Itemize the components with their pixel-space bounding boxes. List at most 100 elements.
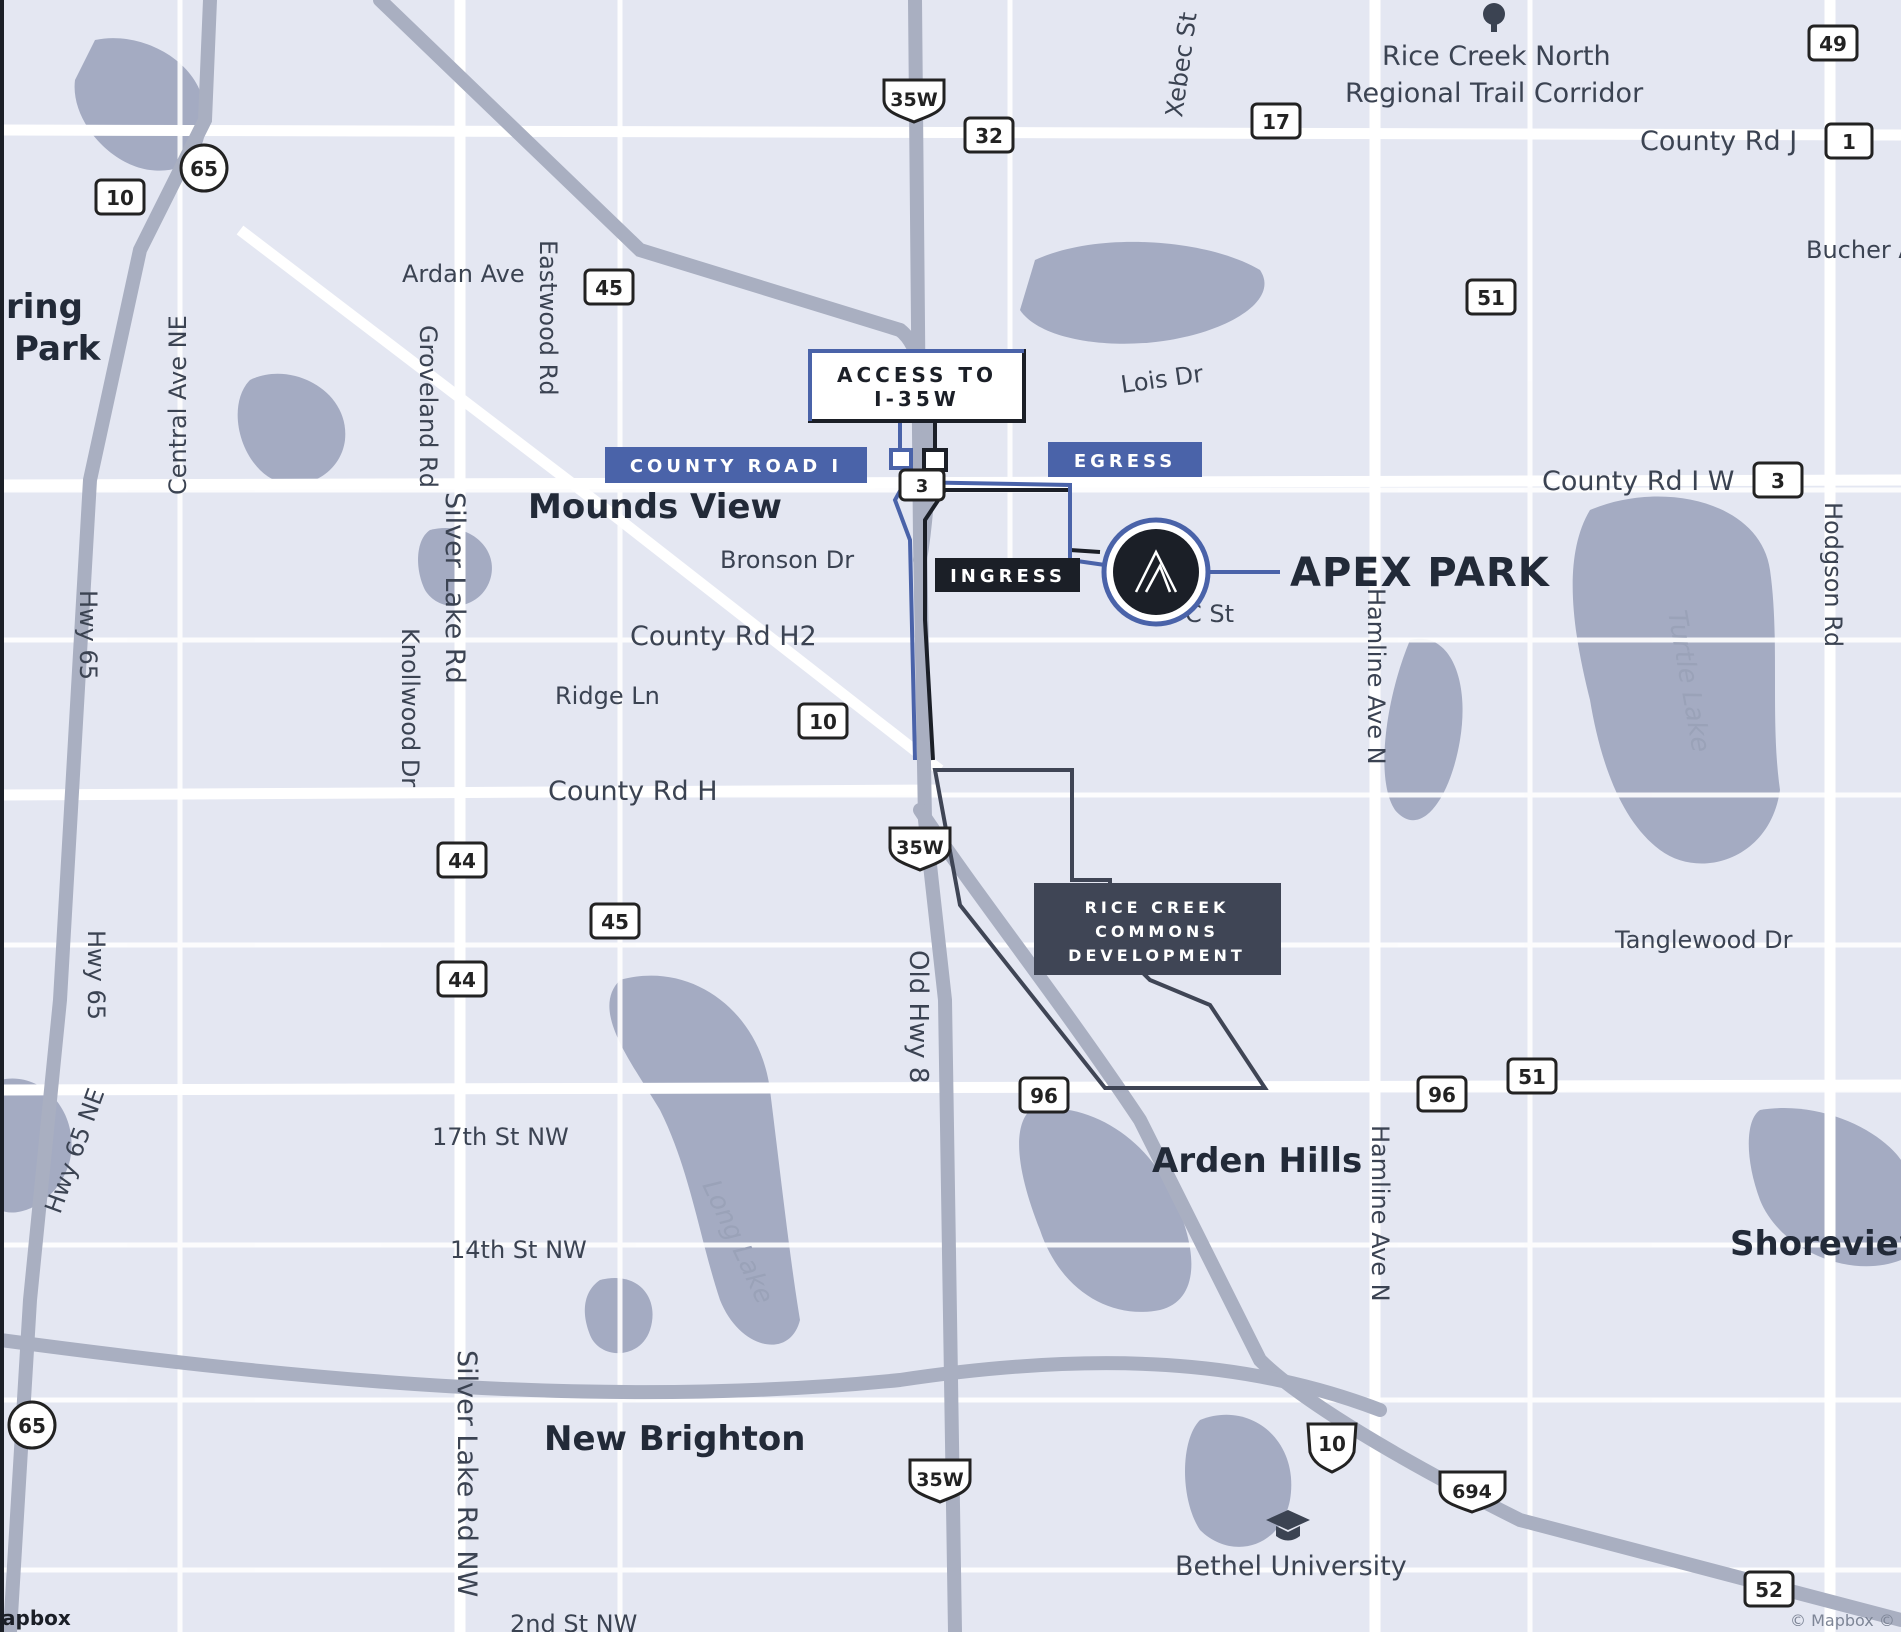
shield-45-mid: 45 [589, 902, 641, 940]
lake-bethel [1185, 1414, 1292, 1547]
shield-694: 694 [1438, 1470, 1507, 1514]
map-copyright[interactable]: © Mapbox © [1790, 1611, 1895, 1630]
rd-10-diagonal [236, 225, 944, 775]
svg-text:ACCESS TO: ACCESS TO [837, 363, 997, 387]
park-tree-icon [1483, 3, 1505, 32]
shield-35w-bottom: 35W [908, 1458, 972, 1504]
svg-text:51: 51 [1477, 286, 1505, 310]
label-2nd-st-nw: 2nd St NW [510, 1610, 637, 1632]
svg-text:49: 49 [1819, 32, 1847, 56]
i694 [0, 1333, 1387, 1417]
callout-ingress: INGRESS [935, 558, 1080, 592]
svg-text:COMMONS: COMMONS [1095, 922, 1219, 941]
label-old-hwy-8: Old Hwy 8 [903, 950, 933, 1083]
access-node-dark [922, 448, 948, 472]
svg-text:96: 96 [1428, 1083, 1456, 1107]
label-bucher: Bucher A [1806, 236, 1901, 264]
route-shields: 65 10 45 35W 32 17 49 1 51 3 3 10 44 45 … [7, 24, 1874, 1608]
label-knollwood-dr: Knollwood Dr [396, 628, 424, 787]
svg-text:EGRESS: EGRESS [1074, 451, 1176, 472]
callout-access-i35w: ACCESS TO I-35W [808, 349, 1026, 423]
svg-text:COUNTY ROAD I: COUNTY ROAD I [630, 456, 842, 477]
access-node-blue [889, 448, 913, 470]
svg-text:RICE CREEK: RICE CREEK [1085, 898, 1230, 917]
label-14th-st-nw: 14th St NW [450, 1236, 587, 1264]
label-county-rd-h: County Rd H [548, 776, 718, 807]
label-bethel-university: Bethel University [1175, 1551, 1407, 1582]
svg-text:35W: 35W [916, 1469, 963, 1491]
svg-text:35W: 35W [896, 837, 943, 859]
shield-49: 49 [1807, 24, 1859, 62]
long-lake [609, 975, 800, 1345]
svg-text:10: 10 [106, 186, 134, 210]
label-arden-hills: Arden Hills [1152, 1141, 1362, 1181]
shield-51-top: 51 [1465, 278, 1517, 316]
shield-44-bottom: 44 [436, 960, 488, 998]
water-layer [0, 38, 1901, 1547]
svg-text:10: 10 [1318, 1432, 1346, 1456]
label-hamline-ave-1: Hamline Ave N [1362, 588, 1390, 765]
street-labels: Ardan Ave Eastwood Rd Groveland Rd Centr… [39, 10, 1901, 1632]
county-rd-j [0, 124, 1901, 141]
svg-text:52: 52 [1755, 1578, 1783, 1602]
shield-51-bottom: 51 [1506, 1057, 1558, 1095]
callout-county-road-i: COUNTY ROAD I [605, 447, 867, 483]
place-labels: Mounds View Arden Hills New Brighton Sho… [6, 41, 1901, 1582]
mapbox-logo[interactable]: apbox [2, 1606, 71, 1630]
label-bronson-dr: Bronson Dr [720, 546, 854, 574]
county-rd-h [0, 784, 941, 801]
lake-left-mid [237, 373, 346, 485]
svg-text:45: 45 [601, 910, 629, 934]
callout-rice-creek-commons: RICE CREEK COMMONS DEVELOPMENT [1034, 883, 1281, 975]
svg-text:3: 3 [916, 476, 929, 497]
shield-32: 32 [963, 116, 1015, 154]
label-ridge-ln: Ridge Ln [555, 682, 660, 710]
rice-creek-commons-boundary [932, 768, 1269, 1090]
svg-text:51: 51 [1518, 1065, 1546, 1089]
label-rice-creek-north-2: Regional Trail Corridor [1345, 78, 1644, 109]
label-silver-lake-rd-nw: Silver Lake Rd NW [451, 1350, 482, 1597]
label-county-rd-h2: County Rd H2 [630, 621, 817, 652]
label-mounds-view: Mounds View [528, 487, 782, 527]
shield-45-top: 45 [583, 268, 635, 306]
label-ardan-ave: Ardan Ave [402, 260, 525, 288]
left-edge-border [0, 0, 4, 1632]
shield-us-10: 10 [1306, 1422, 1358, 1474]
shield-3-center: 3 [898, 468, 946, 502]
callout-egress: EGRESS [1048, 442, 1202, 477]
label-hwy-65-b: Hwy 65 [82, 930, 110, 1020]
svg-text:44: 44 [448, 968, 476, 992]
label-17th-st-nw: 17th St NW [432, 1123, 569, 1151]
svg-text:1: 1 [1842, 130, 1856, 154]
svg-text:10: 10 [809, 710, 837, 734]
turtle-lake [1572, 496, 1780, 864]
label-hamline-ave-2: Hamline Ave N [1366, 1125, 1394, 1302]
label-central-ave: Central Ave NE [164, 315, 192, 495]
shield-65-top: 65 [179, 143, 229, 193]
label-shoreview: Shoreview [1730, 1224, 1901, 1264]
shield-10-mid: 10 [797, 702, 849, 740]
svg-text:17: 17 [1262, 110, 1290, 134]
hwy-10-diagonal [373, 0, 907, 337]
shield-10-top: 10 [94, 178, 146, 216]
svg-text:I-35W: I-35W [874, 387, 960, 411]
svg-text:INGRESS: INGRESS [950, 566, 1066, 587]
shield-96-left: 96 [1018, 1076, 1070, 1114]
shield-3-right: 3 [1752, 461, 1804, 499]
lake-upper-left [74, 38, 206, 171]
label-silver-lake-rd: Silver Lake Rd [439, 492, 470, 684]
shield-35w-top: 35W [882, 78, 946, 124]
lake-right-mid [1384, 638, 1463, 821]
label-tanglewood-dr: Tanglewood Dr [1614, 926, 1793, 954]
apex-park-marker[interactable] [1101, 517, 1280, 627]
label-groveland-rd: Groveland Rd [414, 325, 442, 488]
label-new-brighton: New Brighton [544, 1419, 805, 1459]
apex-logo-icon [1134, 549, 1178, 593]
shield-1: 1 [1824, 122, 1874, 160]
svg-text:45: 45 [595, 276, 623, 300]
shield-17: 17 [1250, 102, 1302, 140]
shield-52: 52 [1743, 1570, 1795, 1608]
i35w-branch [913, 803, 1901, 1627]
svg-text:694: 694 [1452, 1481, 1492, 1503]
